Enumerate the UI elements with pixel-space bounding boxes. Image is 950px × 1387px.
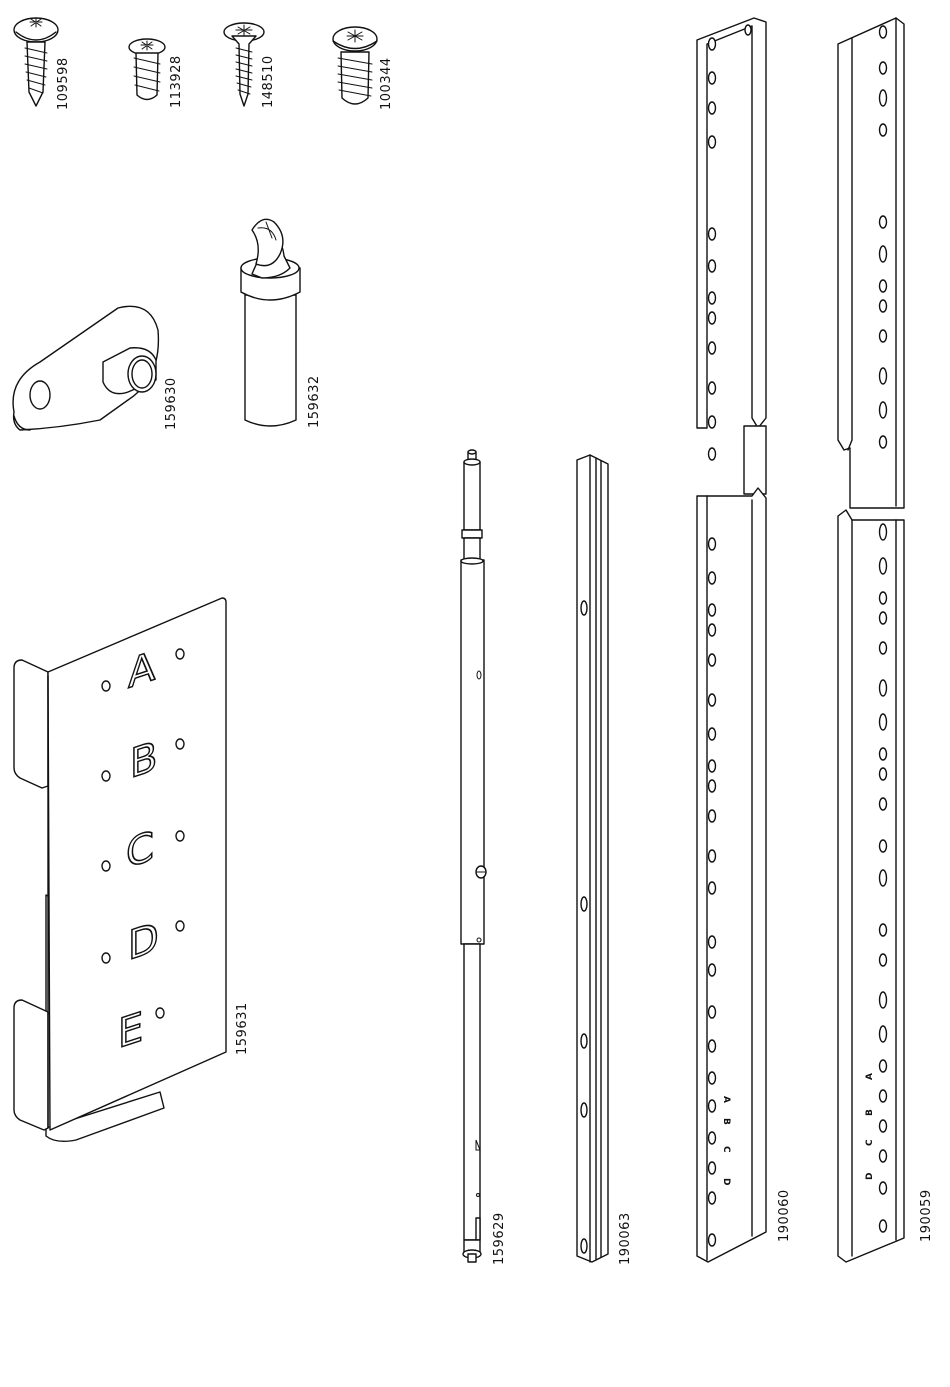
rail-190060-letter-a: A bbox=[721, 1096, 731, 1103]
jig-159631: A B C D E 159631 bbox=[14, 598, 250, 1141]
jig-letter-c: C bbox=[126, 822, 154, 878]
screw-109598: 109598 bbox=[14, 18, 71, 110]
screw-100344: 100344 bbox=[333, 27, 394, 110]
rail-190059: A B C D 190059 bbox=[838, 18, 934, 1262]
screw-148510: 148510 bbox=[224, 23, 276, 108]
part-number-159629: 159629 bbox=[492, 1212, 507, 1265]
bracket-159630: 159630 bbox=[13, 306, 179, 430]
jig-letter-b: B bbox=[130, 732, 157, 788]
part-number-113928: 113928 bbox=[169, 55, 184, 108]
jig-letter-d: D bbox=[128, 913, 159, 970]
rail-190059-letter-c: C bbox=[865, 1139, 875, 1146]
part-number-190063: 190063 bbox=[618, 1212, 633, 1265]
part-number-159631: 159631 bbox=[235, 1002, 250, 1055]
part-number-100344: 100344 bbox=[379, 57, 394, 110]
rail-190059-letter-b: B bbox=[865, 1109, 875, 1116]
rail-190059-letter-a: A bbox=[865, 1073, 875, 1080]
screw-113928: 113928 bbox=[129, 39, 184, 108]
part-number-190060: 190060 bbox=[777, 1189, 792, 1242]
jig-letter-a: A bbox=[128, 642, 155, 698]
part-number-109598: 109598 bbox=[56, 57, 71, 110]
jig-letter-e: E bbox=[118, 1003, 143, 1058]
rail-190060: A B C D 190060 bbox=[697, 18, 792, 1262]
rail-190060-letter-c: C bbox=[721, 1146, 731, 1153]
part-number-159630: 159630 bbox=[164, 377, 179, 430]
rail-190060-letter-b: B bbox=[721, 1118, 731, 1125]
rail-190060-letter-d: D bbox=[721, 1178, 731, 1185]
bit-159632: 159632 bbox=[241, 219, 322, 428]
part-number-148510: 148510 bbox=[261, 55, 276, 108]
part-number-190059: 190059 bbox=[919, 1189, 934, 1242]
rail-190059-letter-d: D bbox=[865, 1173, 875, 1180]
rail-190063: 190063 bbox=[577, 455, 633, 1265]
rod-159629: 159629 bbox=[461, 450, 507, 1265]
part-number-159632: 159632 bbox=[307, 375, 322, 428]
